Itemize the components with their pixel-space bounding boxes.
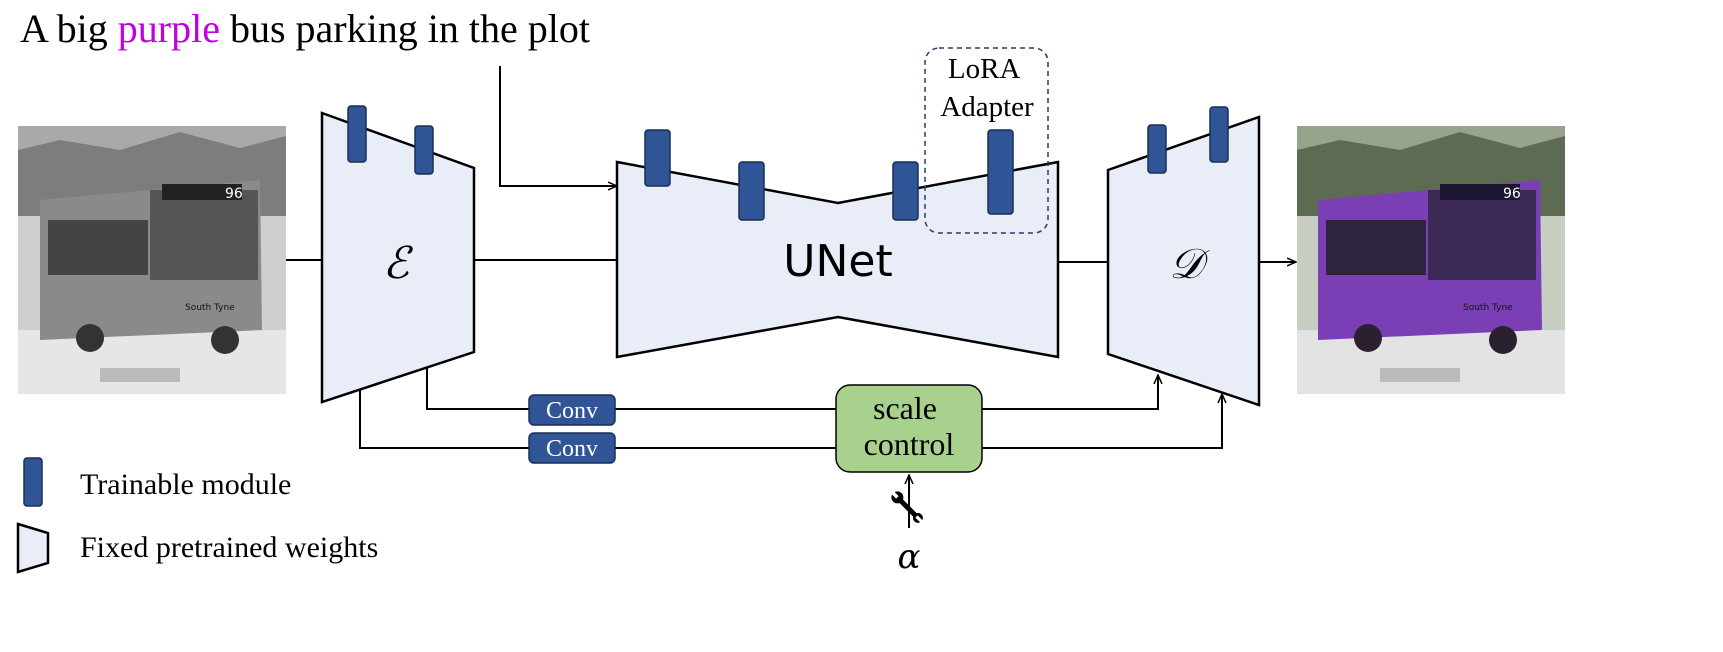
- encoder-label: ℰ: [383, 238, 414, 289]
- legend-trainable-swatch: [23, 457, 43, 507]
- unet-trainable-module-1: [644, 129, 671, 187]
- text-condition-arrow: [499, 66, 617, 186]
- skip-connection-top: [426, 368, 1158, 410]
- unet-label: UNet: [783, 236, 892, 287]
- scale-control-label: scale control: [864, 390, 955, 462]
- decoder-trainable-module-2: [1209, 106, 1229, 163]
- lora-label: LoRA Adapter: [940, 53, 1034, 123]
- caption-highlight: purple: [118, 6, 220, 51]
- caption-suffix: bus parking in the plot: [220, 6, 590, 51]
- input-bus-number: 96: [225, 186, 243, 202]
- caption: A big purple bus parking in the plot: [20, 6, 590, 51]
- scale-control-block: [835, 384, 983, 473]
- legend-fixed-swatch: [16, 522, 50, 574]
- unet-trainable-module-2: [738, 161, 765, 221]
- output-image: 96 South Tyne: [1297, 126, 1565, 394]
- decoder-trainable-module-1: [1147, 124, 1167, 174]
- caption-prefix: A big: [20, 6, 118, 51]
- input-bus-operator: South Tyne: [185, 303, 235, 313]
- unet-block: [615, 160, 1060, 359]
- legend-trainable-label: Trainable module: [80, 468, 291, 501]
- skip-connection-bottom: [359, 390, 1222, 449]
- encoder-trainable-module-2: [414, 125, 434, 175]
- alpha-label: α: [898, 537, 921, 577]
- unet-trainable-module-3: [892, 161, 919, 221]
- output-bus-number: 96: [1503, 186, 1521, 202]
- lora-trainable-module: [987, 129, 1014, 215]
- scale-control-line-1: scale: [873, 390, 937, 426]
- wrench-icon: [890, 490, 924, 524]
- scale-control-line-2: control: [864, 426, 955, 462]
- conv-label-top: Conv: [546, 398, 598, 424]
- conv-block-top: [528, 394, 616, 426]
- lora-adapter-box: [924, 47, 1049, 234]
- lora-label-line-2: Adapter: [940, 91, 1034, 123]
- encoder-trainable-module-1: [347, 105, 367, 163]
- conv-block-bottom: [528, 432, 616, 464]
- decoder-block: [1106, 115, 1261, 407]
- input-image: 96 South Tyne: [18, 126, 286, 394]
- output-bus-operator: South Tyne: [1463, 303, 1513, 313]
- lora-label-line-1: LoRA: [948, 53, 1021, 85]
- legend-fixed-label: Fixed pretrained weights: [80, 531, 378, 564]
- conv-label-bottom: Conv: [546, 436, 598, 462]
